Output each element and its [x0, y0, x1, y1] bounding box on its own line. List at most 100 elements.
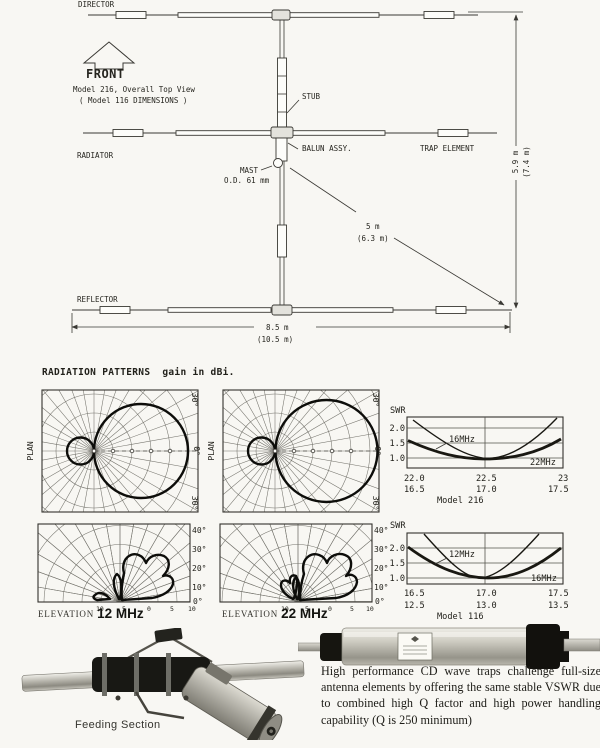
label-mast-line2: O.D. 61 mm [224, 176, 270, 185]
elev1-scale-4: 10 [188, 605, 196, 613]
caption-elevation-12mhz: ELEVATION 12 MHz [38, 606, 144, 621]
elev2-angle-30: 30° [374, 545, 388, 554]
trap-photo-illustration [298, 624, 600, 669]
radiator-element [83, 126, 497, 162]
label-trap-element: TRAP ELEMENT [420, 144, 475, 153]
elev2-scale-4: 10 [366, 605, 374, 613]
trap-photo [298, 624, 600, 669]
front-direction-arrow-icon [82, 41, 136, 70]
label-title-line2: ( Model 116 DIMENSIONS ) [79, 96, 187, 105]
elev1-angle-10: 10° [192, 583, 206, 592]
swr2-curve-label-12mhz: 12MHz [449, 550, 475, 560]
elev1-scale-3: 5 [170, 605, 174, 613]
plan2-angle-top: 30° [371, 393, 380, 407]
swr1-xtick-r2-2: 17.5 [548, 485, 569, 495]
swr1-curve-label-16mhz: 16MHz [449, 435, 475, 445]
swr2-xtick-r1-2: 17.5 [548, 589, 569, 599]
elev1-angle-30: 30° [192, 545, 206, 554]
elev1-scale-1: 5 [122, 605, 126, 613]
elev2-scale-1: 5 [305, 605, 309, 613]
elev2-angle-20: 20° [374, 564, 388, 573]
label-director: DIRECTOR [78, 0, 115, 9]
elev1-angle-0: 0° [193, 597, 203, 606]
caption-elevation-22mhz: ELEVATION 22 MHz [222, 606, 328, 621]
elev2-scale-3: 5 [350, 605, 354, 613]
caption-elevation-word-1: ELEVATION [38, 609, 95, 619]
swr1-xtick-r2-1: 17.0 [476, 485, 497, 495]
radiation-pattern-plots: PLAN 30° 0° 30° PLAN 30° 0° 30° [26, 389, 569, 622]
label-mast-line1: MAST [240, 166, 259, 175]
swr1-ytick-2: 2.0 [389, 424, 405, 434]
balun-assembly-part [275, 137, 288, 162]
plan2-side-label: PLAN [207, 441, 216, 460]
swr1-xtick-r1-0: 22.0 [404, 474, 425, 484]
elevation-plot-22mhz: 40° 30° 20° 10° 0° 10 5 0 5 10 [219, 523, 388, 613]
elev2-scale-0: 10 [281, 605, 289, 613]
swr2-xtick-r2-0: 12.5 [404, 601, 425, 611]
label-dim-width-2: (10.5 m) [257, 335, 293, 344]
swr2-axis-label: SWR [390, 521, 406, 531]
swr-chart-model-116: SWR 2.0 1.5 1.0 12MHz 16MHz 16.5 17.0 17… [389, 521, 568, 622]
elev2-angle-0: 0° [375, 597, 385, 606]
label-dim-diagonal-1: 5 m [366, 222, 380, 231]
reflector-element [72, 304, 512, 316]
label-title-line1: Model 216, Overall Top View [73, 85, 195, 94]
elevation-plot-12mhz: 40° 30° 20° 10° 0° 10 5 0 5 10 [37, 523, 206, 613]
label-reflector: REFLECTOR [77, 295, 118, 304]
swr1-xtick-r2-0: 16.5 [404, 485, 425, 495]
plan1-angle-bottom: 30° [190, 496, 199, 510]
swr2-xtick-r2-1: 13.0 [476, 601, 497, 611]
plan2-angle-bottom: 30° [371, 496, 380, 510]
elev1-scale-0: 10 [96, 605, 104, 613]
director-element [88, 9, 478, 21]
label-stub: STUB [302, 92, 321, 101]
width-dimension [71, 313, 511, 333]
radiation-patterns-heading: RADIATION PATTERNS gain in dBi. [42, 367, 235, 378]
label-balun: BALUN ASSY. [302, 144, 352, 153]
label-dim-height-2: (7.4 m) [522, 146, 531, 178]
plan1-side-label: PLAN [26, 441, 35, 460]
elev2-angle-40: 40° [374, 526, 388, 535]
balun-leader [287, 142, 299, 150]
label-dim-diagonal-2: (6.3 m) [357, 234, 389, 243]
plan1-angle-mid: 0° [192, 446, 201, 456]
swr2-curve-label-16mhz: 16MHz [531, 574, 557, 584]
mast-marker [260, 158, 283, 171]
swr1-xtick-r1-2: 23 [558, 474, 568, 484]
caption-freq-12mhz: 12 MHz [97, 606, 144, 621]
plan1-angle-top: 30° [190, 393, 199, 407]
plan-plot-22mhz: PLAN 30° 0° 30° [207, 389, 382, 513]
swr2-ytick-1: 1.0 [389, 574, 405, 584]
elev1-angle-20: 20° [192, 564, 206, 573]
swr1-caption: Model 216 [437, 496, 484, 506]
height-dimension [468, 11, 523, 333]
trap-description-paragraph: High performance CD wave traps challenge… [321, 664, 600, 727]
stub-leader [286, 99, 300, 114]
plan2-angle-mid: 0° [373, 446, 382, 456]
swr2-xtick-r1-1: 17.0 [476, 589, 497, 599]
elev1-angle-40: 40° [192, 526, 206, 535]
swr1-xtick-r1-1: 22.5 [476, 474, 497, 484]
swr1-ytick-15: 1.5 [389, 439, 405, 449]
swr1-axis-label: SWR [390, 406, 406, 416]
swr1-ytick-1: 1.0 [389, 454, 405, 464]
swr2-xtick-r1-0: 16.5 [404, 589, 425, 599]
plan-plot-12mhz: PLAN 30° 0° 30° [26, 389, 201, 513]
diagonal-dimension [289, 167, 505, 306]
label-dim-width-1: 8.5 m [266, 323, 289, 332]
elev1-scale-2: 0 [147, 605, 151, 613]
elev2-scale-2: 0 [328, 605, 332, 613]
caption-elevation-word-2: ELEVATION [222, 609, 279, 619]
swr1-curve-label-22mhz: 22MHz [530, 458, 556, 468]
feeding-section-caption: Feeding Section [75, 719, 161, 731]
label-radiator: RADIATOR [77, 151, 114, 160]
label-front: FRONT [86, 67, 125, 81]
swr-chart-model-216: SWR 2.0 1.5 1.0 16MHz 22MHz 22.0 22.5 23… [389, 406, 568, 506]
feeding-photo-illustration [21, 628, 305, 740]
swr2-caption: Model 116 [437, 612, 484, 622]
antenna-top-view-diagram: DIRECTOR FRONT Model 216, Overall Top Vi… [71, 0, 531, 344]
feeding-section-photo [21, 628, 305, 740]
swr2-xtick-r2-2: 13.5 [548, 601, 569, 611]
elev2-angle-10: 10° [374, 583, 388, 592]
